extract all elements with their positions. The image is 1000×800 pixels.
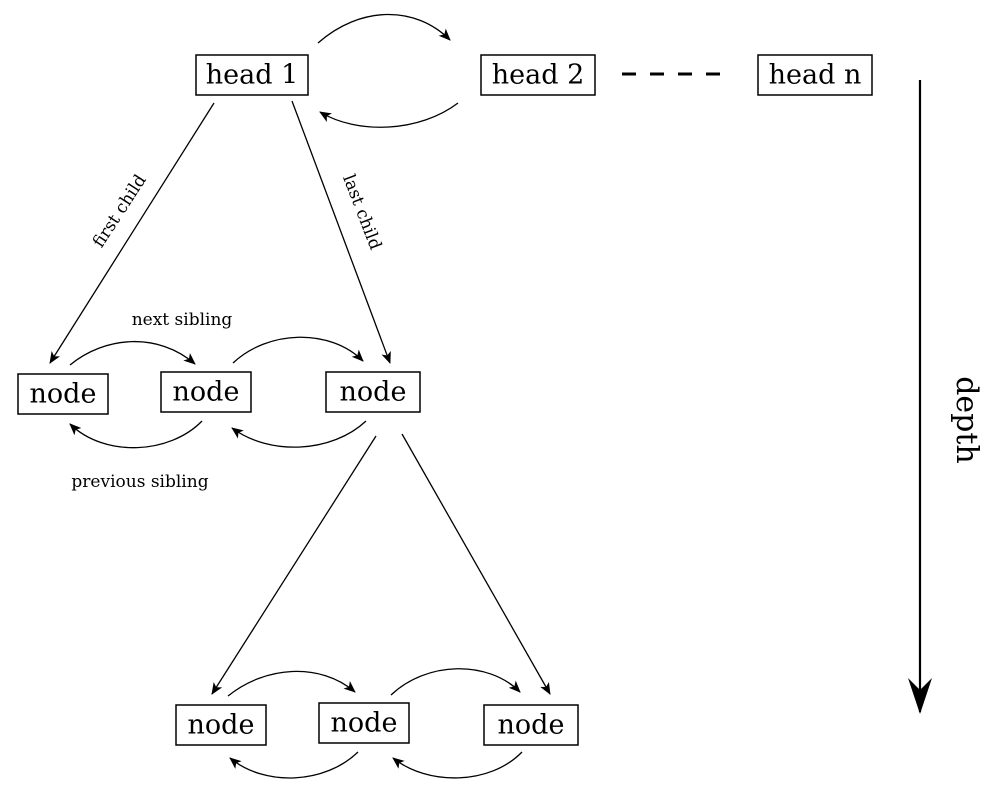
level2-node-3: node <box>483 704 579 746</box>
level1-next-sibling-arrow-2 <box>232 336 364 364</box>
level1-prev-sibling-arrow-1 <box>69 420 203 449</box>
level1-node-1: node <box>17 373 109 415</box>
level2-first-child-arrow <box>211 435 377 695</box>
level1-prev-sibling-arrow-2 <box>231 420 367 448</box>
level2-prev-sibling-arrow-1 <box>229 751 359 779</box>
level2-last-child-arrow <box>401 433 551 695</box>
depth-axis-label: depth <box>949 376 984 464</box>
last-child-label: last child <box>338 172 385 253</box>
head-n-box: head n <box>757 54 873 96</box>
head-2-label: head 2 <box>492 60 585 91</box>
level2-node-1: node <box>175 704 267 746</box>
head-prev-arrow <box>319 102 459 128</box>
next-sibling-label: next sibling <box>132 310 233 330</box>
first-child-label: first child <box>89 171 151 251</box>
level1-next-sibling-arrow-1 <box>69 340 196 366</box>
level2-node-2-label: node <box>331 708 398 739</box>
level2-node-1-label: node <box>188 710 255 741</box>
level2-node-3-label: node <box>498 710 565 741</box>
first-child-arrow <box>49 102 215 364</box>
head-n-label: head n <box>769 60 862 91</box>
head-2-box: head 2 <box>480 54 596 96</box>
head-next-arrow <box>317 13 451 44</box>
level1-node-1-label: node <box>30 379 97 410</box>
level2-next-sibling-arrow-2 <box>390 668 521 696</box>
last-child-arrow <box>291 100 391 364</box>
level2-next-sibling-arrow-1 <box>227 670 356 697</box>
previous-sibling-label: previous sibling <box>71 472 208 492</box>
level2-prev-sibling-arrow-2 <box>392 751 523 779</box>
level1-node-3-label: node <box>340 377 407 408</box>
level1-node-2-label: node <box>173 377 240 408</box>
level2-node-2: node <box>318 702 410 744</box>
head-1-box: head 1 <box>195 54 309 96</box>
level1-node-3: node <box>325 371 421 413</box>
head-1-label: head 1 <box>206 60 299 91</box>
level1-node-2: node <box>160 371 252 413</box>
